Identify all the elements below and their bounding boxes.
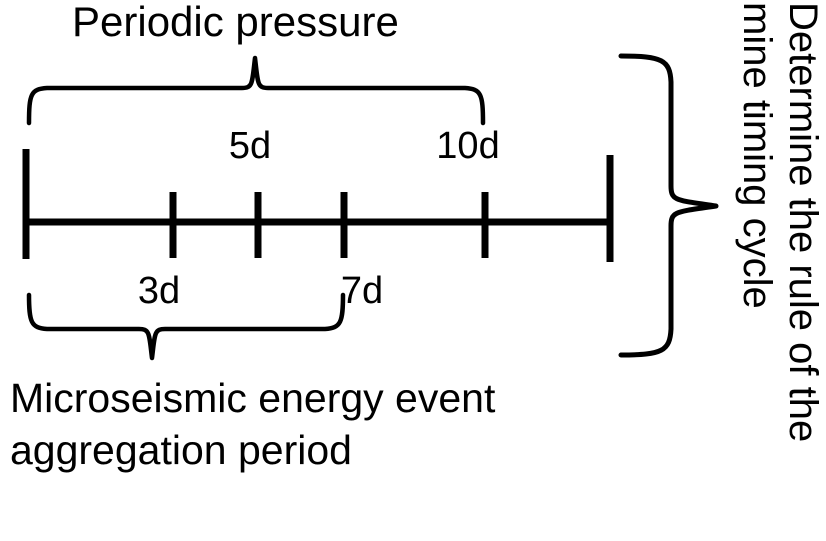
mine-timing-cycle-label-line1: Determine the rule of the	[781, 2, 825, 443]
mine-timing-cycle-brace	[618, 53, 719, 358]
microseismic-aggregation-brace	[26, 292, 346, 361]
tick-label-10d: 10d	[436, 125, 500, 167]
periodic-pressure-brace	[26, 55, 486, 126]
periodic-pressure-label: Periodic pressure	[72, 0, 399, 45]
mine-timing-cycle-label-line2: mine timing cycle	[734, 2, 779, 309]
tick-label-5d: 5d	[228, 125, 272, 167]
mine-timing-cycle-label: Determine the rule of the mine timing cy…	[730, 2, 826, 541]
microseismic-aggregation-label-line1: Microseismic energy event	[10, 375, 496, 421]
microseismic-aggregation-label-line2: aggregation period	[10, 427, 352, 474]
tick-label-7d: 7d	[340, 270, 384, 312]
tick-label-3d: 3d	[137, 270, 181, 312]
microseismic-aggregation-label: Microseismic energy event aggregation pe…	[10, 372, 495, 476]
